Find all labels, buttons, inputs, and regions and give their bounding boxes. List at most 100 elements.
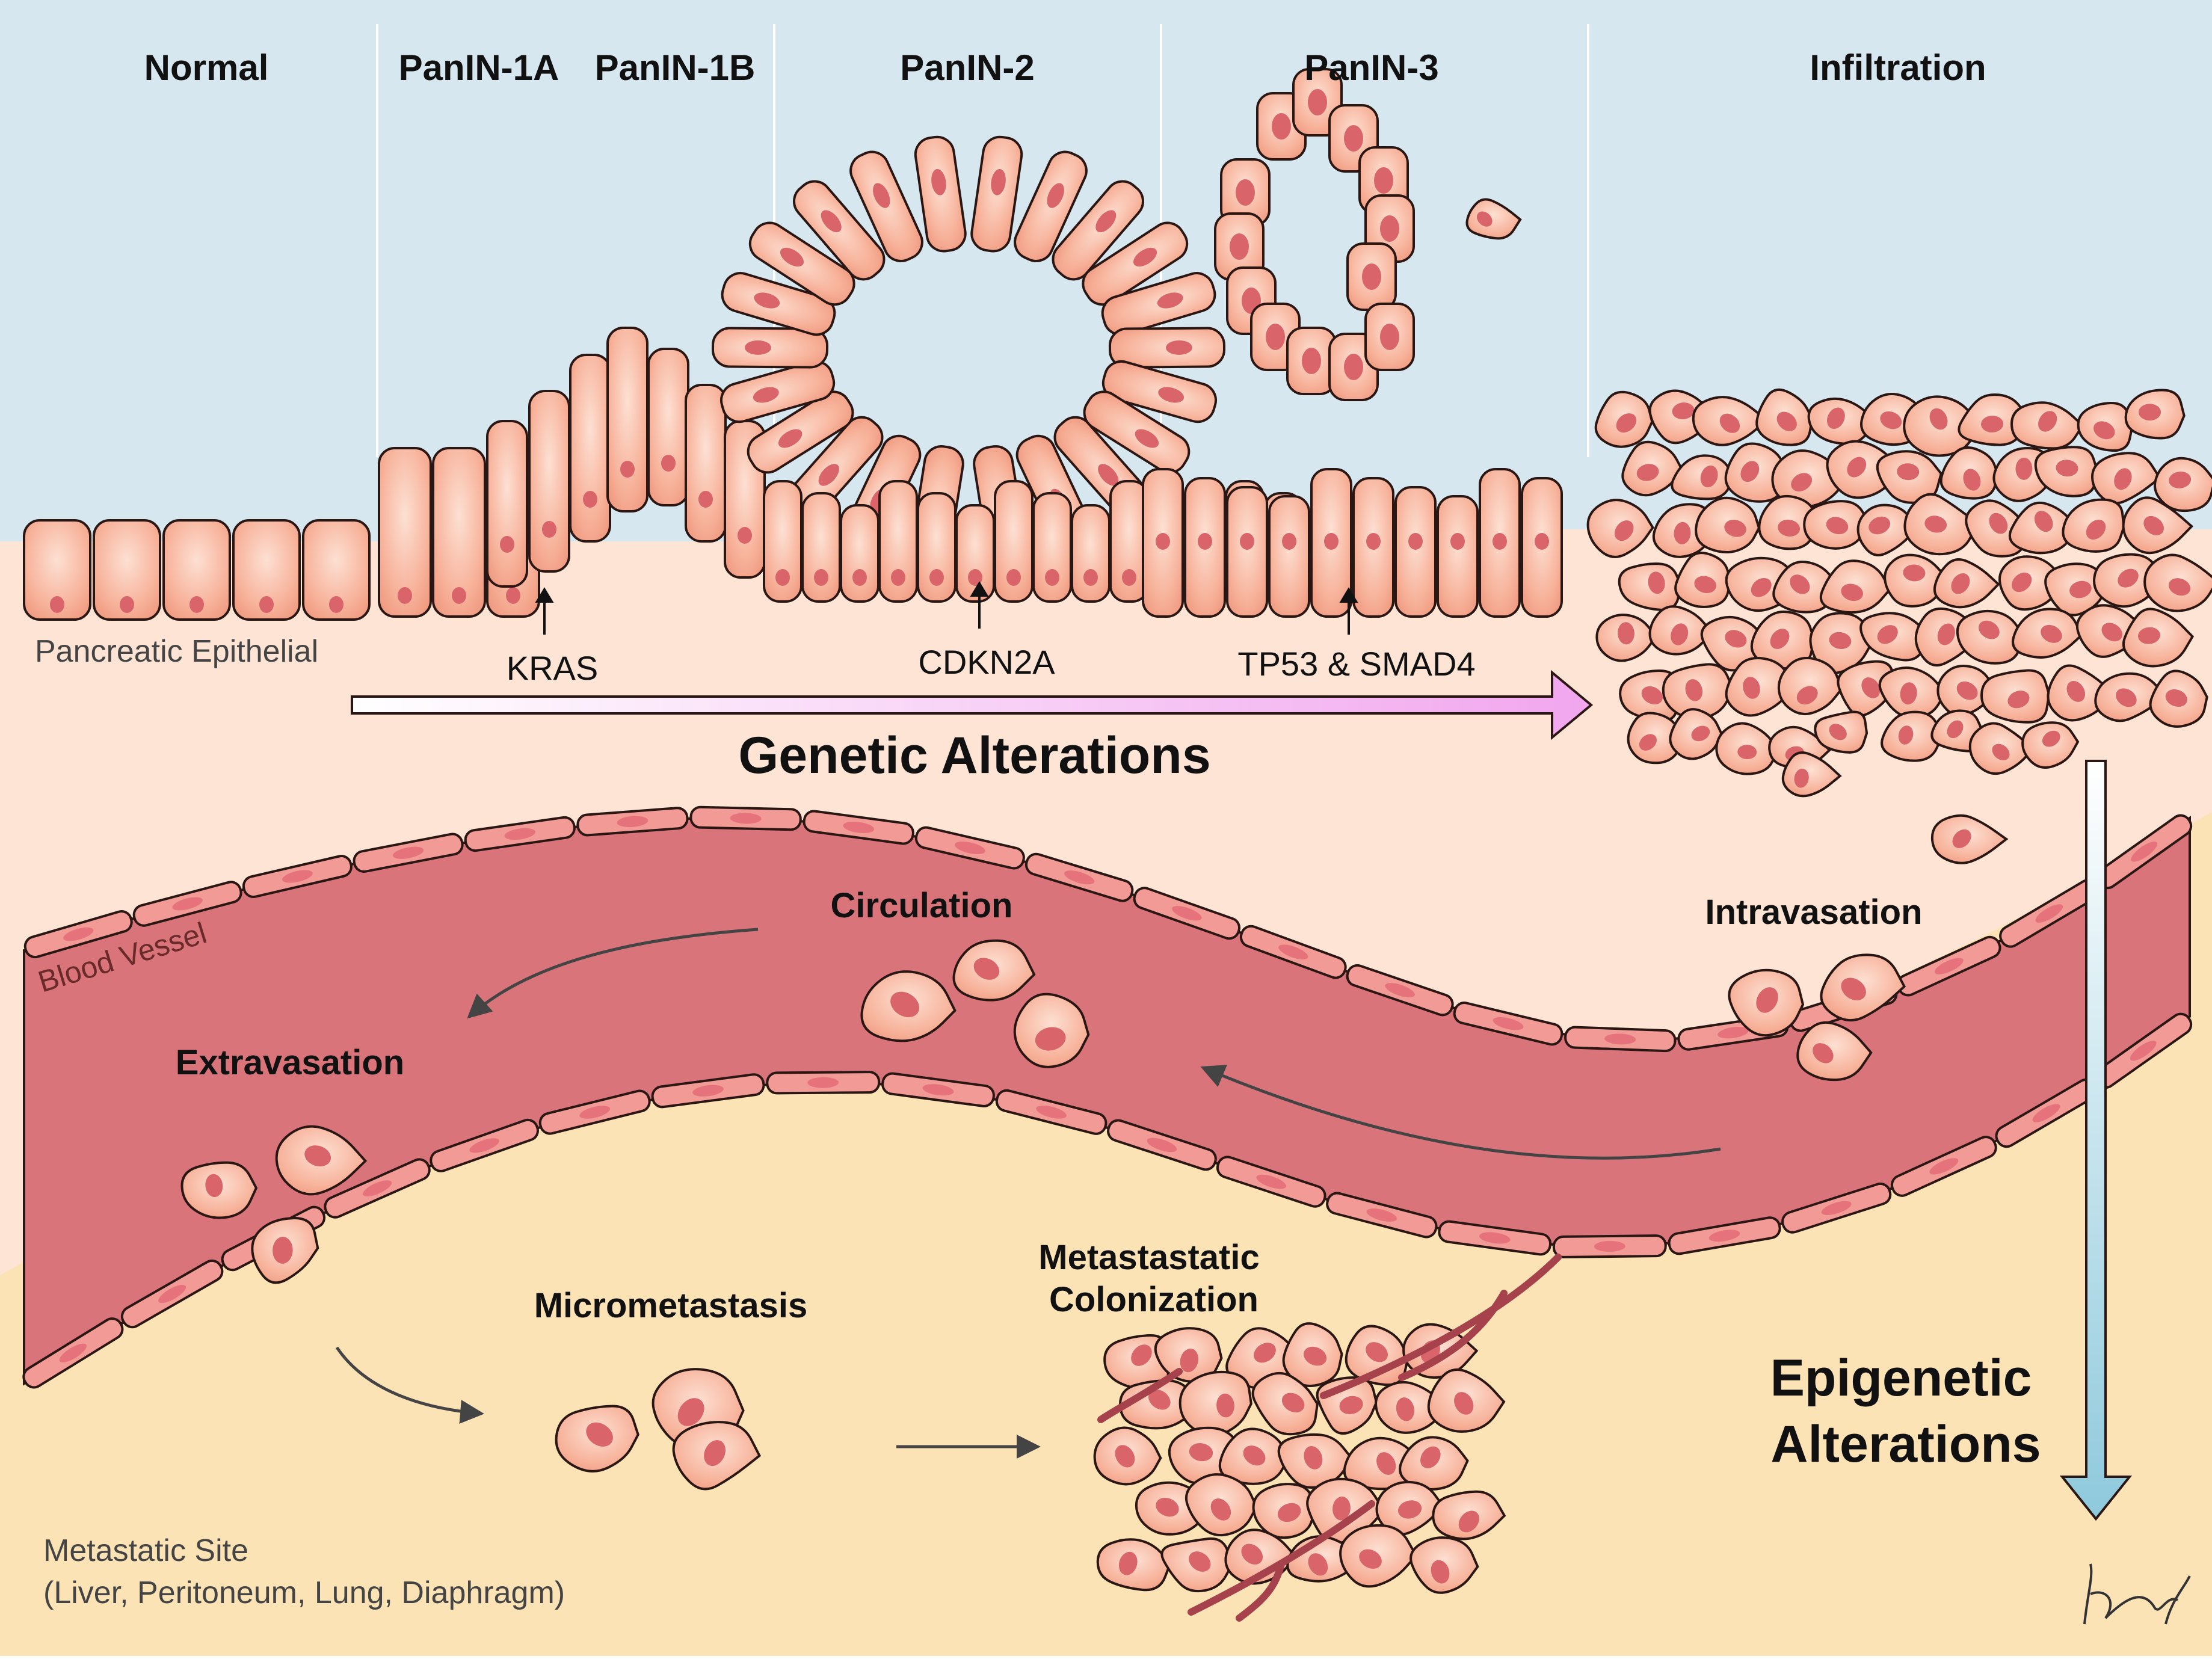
epithelial-cell <box>1364 303 1415 371</box>
tumor-cell <box>2021 721 2080 769</box>
gene-label-tp53-smad4: TP53 & SMAD4 <box>1237 645 1475 683</box>
epigenetic-alterations-arrow <box>2059 760 2133 1521</box>
tumor-cell <box>1251 1371 1319 1436</box>
tumor-cell <box>1700 615 1769 672</box>
tumor-cell <box>1755 388 1814 446</box>
tumor-cell <box>2143 553 2212 612</box>
endothelial-cell <box>1438 1220 1552 1256</box>
tumor-cell <box>1856 503 1918 556</box>
epithelial-cell <box>1521 477 1563 618</box>
tumor-cell <box>2154 457 2212 512</box>
tumor-cell <box>1252 1483 1317 1539</box>
tumor-cell <box>1837 660 1896 717</box>
endothelial-cell <box>1024 852 1134 902</box>
endothelial-cell <box>242 855 353 898</box>
endothelial-cell <box>538 1089 651 1135</box>
endothelial-cell <box>881 1072 995 1107</box>
tumor-cell <box>1671 454 1736 500</box>
tumor-cell <box>1399 1436 1469 1491</box>
endothelial-cell <box>1564 1026 1677 1053</box>
endothelial-cell <box>132 881 242 927</box>
epithelial-cell <box>721 272 836 336</box>
tumor-cell <box>1345 1325 1409 1387</box>
epithelial-cell <box>1052 180 1144 281</box>
tumor-cell <box>1859 612 1930 662</box>
tumor-cell-clusters <box>180 198 2212 1594</box>
tumor-cell <box>1103 1334 1171 1391</box>
epithelial-cell <box>1071 504 1111 603</box>
region-label-epithelial: Pancreatic Epithelial <box>35 634 318 669</box>
epithelial-cell <box>1101 272 1216 336</box>
stage-label-infiltration: Infiltration <box>1810 48 1986 88</box>
endothelial-cell <box>353 833 464 873</box>
tumor-cell <box>1933 558 2000 609</box>
endothelial-cell <box>464 816 576 852</box>
epithelial-cell <box>747 390 854 474</box>
extravasation-to-micrometastasis-arrow <box>335 1346 484 1424</box>
epithelial-cell <box>378 447 432 618</box>
epigenetic-alterations-label-1: Epigenetic <box>1770 1349 2032 1407</box>
epithelial-cell <box>1142 468 1184 618</box>
tumor-cell <box>1814 710 1868 754</box>
endothelial-cell <box>1239 925 1347 979</box>
tumor-cell <box>952 939 1036 1002</box>
epithelial-cell <box>1394 486 1437 618</box>
epithelial-cell <box>1082 221 1189 306</box>
epithelial-cell <box>569 354 611 543</box>
epithelial-cell <box>647 348 689 506</box>
tumor-cell <box>1980 669 2051 724</box>
tumor-cell <box>1409 1536 1479 1594</box>
tumor-cell <box>1178 1370 1252 1437</box>
endothelial-cell <box>1346 964 1454 1017</box>
tumor-cell <box>2122 608 2195 668</box>
tumor-cell <box>2062 498 2125 553</box>
endothelial-cell <box>1326 1192 1438 1239</box>
stage-label-panin-1b: PanIN-1B <box>595 48 756 88</box>
endothelial-cell <box>914 826 1025 870</box>
tumor-cell <box>1930 814 2009 864</box>
endothelial-cell <box>1890 1136 1997 1197</box>
gene-pointer-arrows <box>535 581 1358 635</box>
endothelial-cell <box>1133 887 1241 940</box>
tumor-cell <box>1728 968 1805 1037</box>
endothelial-cell <box>120 1259 224 1329</box>
epithelial-cell <box>1014 150 1088 262</box>
epithelial-cell <box>486 420 528 588</box>
tumor-cell <box>1715 722 1779 775</box>
stage-label-panin-3: PanIN-3 <box>1304 48 1438 88</box>
epithelial-cell <box>790 416 884 516</box>
epithelial-cell <box>1108 327 1226 369</box>
circulation-arrow-lower <box>1200 1065 1721 1160</box>
region-label-metastatic-site: Metastatic Site <box>43 1533 248 1568</box>
endothelial-cell <box>1552 1234 1667 1258</box>
tumor-cell <box>1968 722 2035 775</box>
endothelial-cell <box>430 1118 539 1172</box>
epithelial-cell <box>1214 212 1265 281</box>
epithelial-cell <box>162 519 231 621</box>
tumor-cell <box>1781 751 1842 798</box>
tumor-cell <box>860 970 957 1042</box>
tumor-cell <box>1185 1473 1258 1537</box>
tumor-cell <box>1465 198 1522 240</box>
endothelial-cell <box>324 1158 431 1219</box>
tumor-cell <box>1958 393 2030 446</box>
tumor-cell <box>1819 559 1892 614</box>
tumor-cell <box>2091 452 2161 505</box>
tumor-cell <box>1282 1322 1343 1387</box>
epithelial-cell <box>720 360 836 423</box>
genetic-alterations-arrow <box>351 669 1594 740</box>
tumor-cell <box>1796 1021 1873 1082</box>
epithelial-cell <box>1437 495 1479 618</box>
endothelial-cell <box>766 1071 881 1095</box>
tumor-cell <box>1930 709 1983 753</box>
vessel-endothelium-bottom <box>22 1012 2193 1389</box>
epithelial-cell <box>606 327 649 512</box>
step-label-circulation: Circulation <box>831 886 1013 925</box>
tumor-cell <box>2124 389 2186 440</box>
tumor-cell <box>1013 993 1090 1068</box>
step-label-intravasation: Intravasation <box>1705 893 1923 932</box>
tumor-cell <box>1674 552 1732 608</box>
tumor-cell <box>1277 1433 1354 1489</box>
epithelial-cell <box>1101 360 1217 423</box>
